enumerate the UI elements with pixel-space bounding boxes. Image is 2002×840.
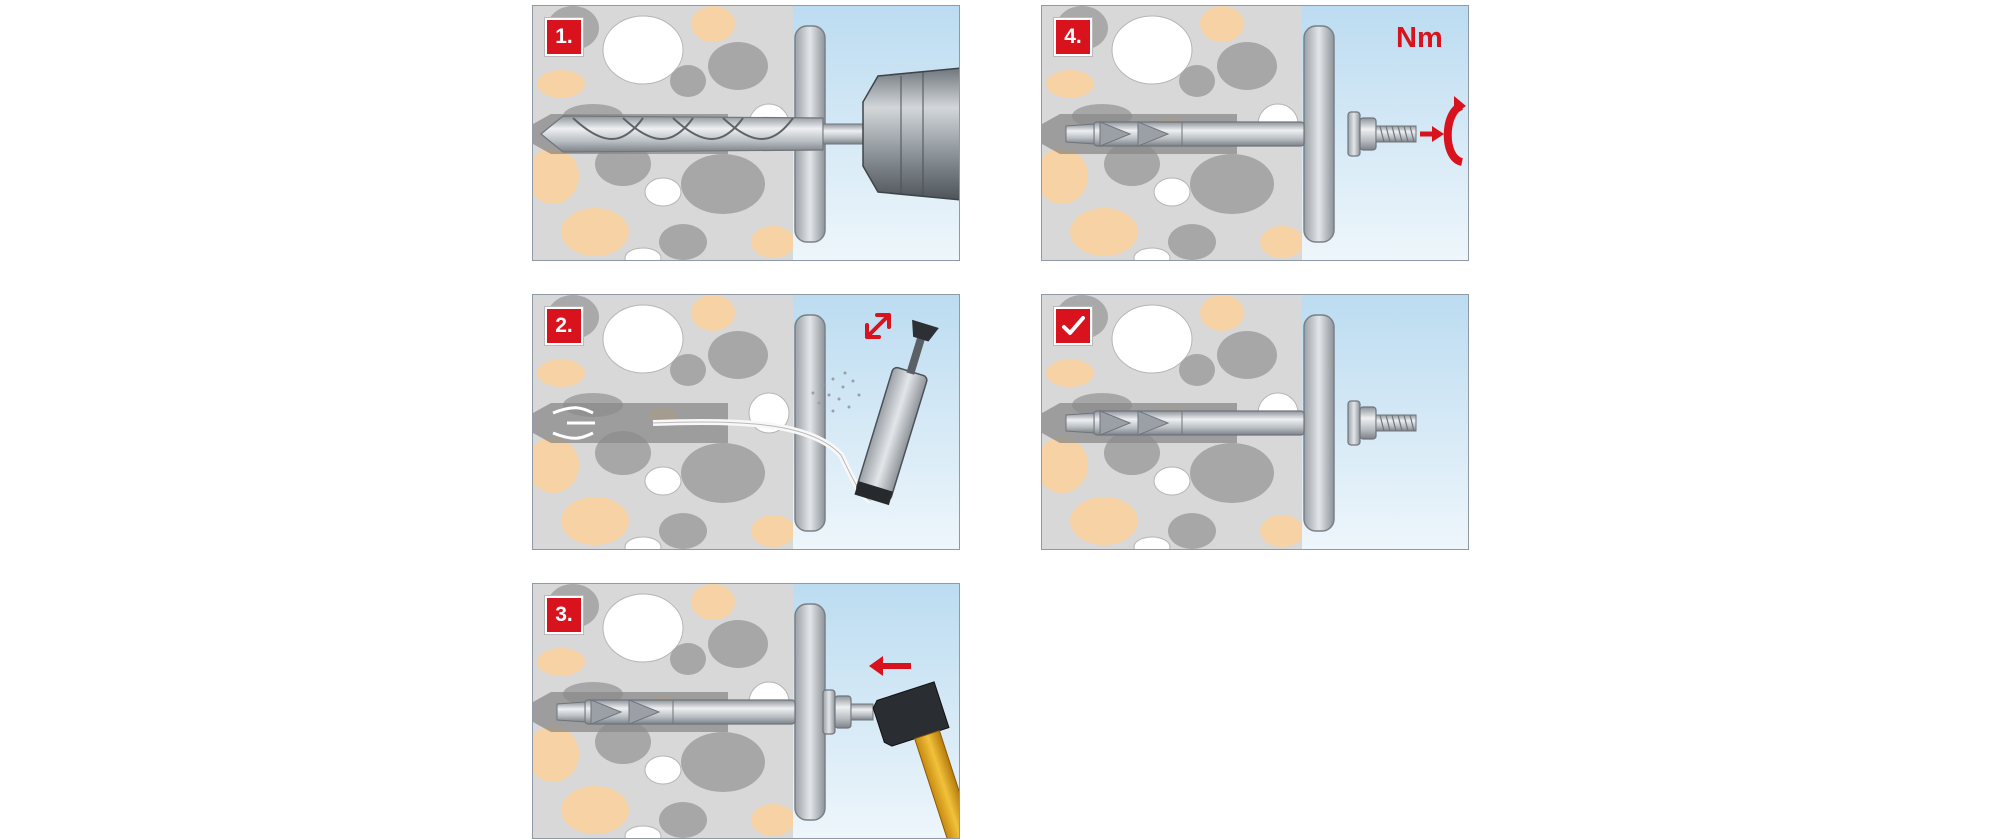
step-number-badge: 4. <box>1054 18 1092 56</box>
torque-unit-label: Nm <box>1396 22 1443 54</box>
step-number-badge: 3. <box>545 596 583 634</box>
hammer-icon <box>533 584 959 838</box>
step-done-panel <box>1041 294 1469 550</box>
installed-anchor-illustration <box>1042 295 1469 550</box>
checkmark-badge <box>1054 307 1092 345</box>
drill-icon <box>533 6 959 261</box>
step-1-panel: 1. <box>532 5 960 261</box>
torque-arrow-icon <box>1042 6 1469 261</box>
step-3-panel: 3. <box>532 583 960 839</box>
blow-out-pump-icon <box>533 295 960 550</box>
step-4-panel: 4. Nm <box>1041 5 1469 261</box>
step-number-badge: 2. <box>545 307 583 345</box>
step-2-panel: 2. <box>532 294 960 550</box>
step-number-badge: 1. <box>545 18 583 56</box>
checkmark-icon <box>1062 316 1085 335</box>
